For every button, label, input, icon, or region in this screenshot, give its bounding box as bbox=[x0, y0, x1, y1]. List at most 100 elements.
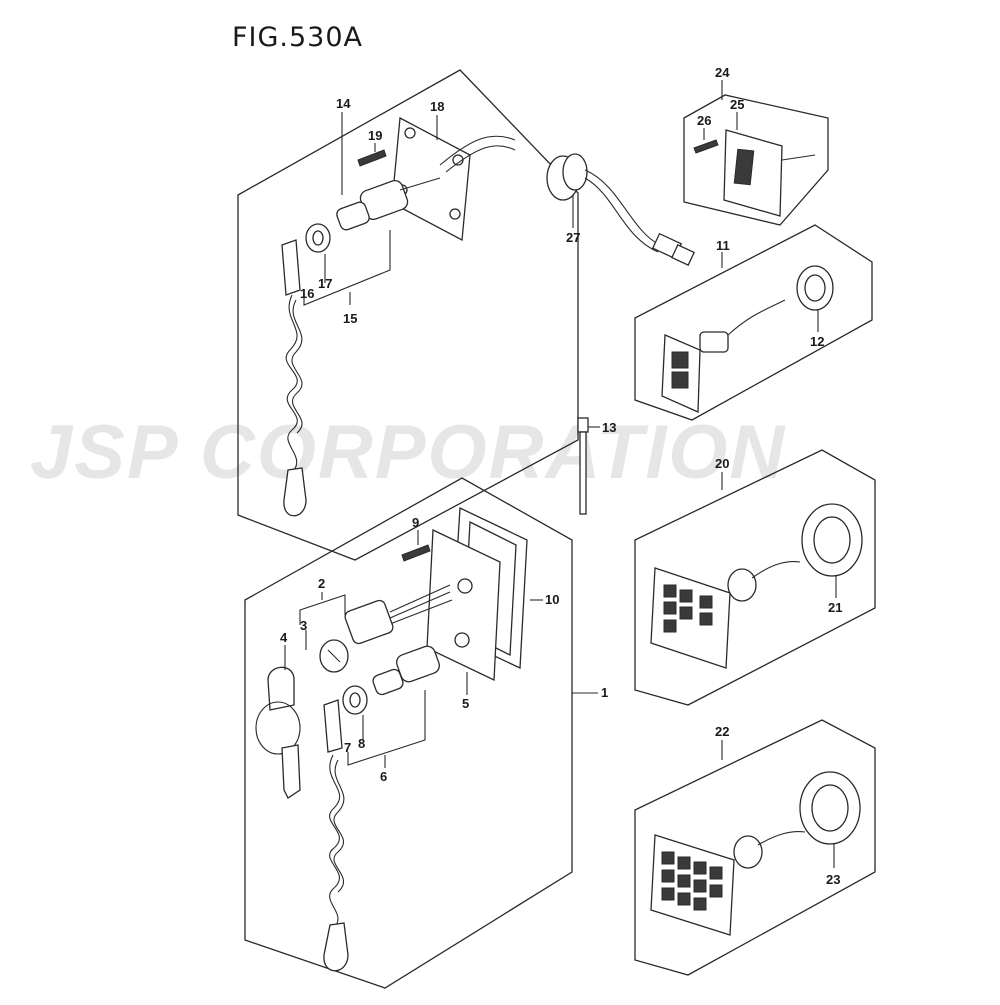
group-24-box bbox=[683, 94, 829, 226]
plate-hole bbox=[449, 208, 461, 220]
panel-button bbox=[693, 861, 707, 875]
lanyard-snap-hook bbox=[323, 922, 349, 972]
callout-16: 16 bbox=[300, 286, 314, 301]
callout-5: 5 bbox=[462, 696, 469, 711]
group-11-box bbox=[634, 224, 873, 421]
wire-bundle bbox=[389, 584, 451, 613]
kill-switch-body bbox=[396, 645, 440, 683]
callout-27: 27 bbox=[566, 230, 580, 245]
panel-thread bbox=[727, 568, 757, 602]
panel-button bbox=[663, 601, 677, 615]
group-14-kill-switch-assembly bbox=[237, 69, 579, 561]
callout-20: 20 bbox=[715, 456, 729, 471]
callout-10: 10 bbox=[545, 592, 559, 607]
bracket-15 bbox=[303, 230, 391, 306]
part-27-connector-harness bbox=[546, 153, 695, 267]
cable bbox=[445, 145, 516, 173]
nut-hole bbox=[312, 230, 324, 246]
key-ring bbox=[255, 701, 301, 755]
bracket-6 bbox=[347, 690, 426, 766]
panel-button bbox=[661, 851, 675, 865]
callout-21: 21 bbox=[828, 600, 842, 615]
cable bbox=[439, 135, 516, 166]
panel-cable bbox=[727, 299, 786, 336]
callout-24: 24 bbox=[715, 65, 730, 80]
panel-button bbox=[677, 874, 691, 888]
panel-button bbox=[693, 879, 707, 893]
group-22-box bbox=[634, 719, 876, 976]
lanyard-snap-hook bbox=[283, 467, 307, 517]
callout-18: 18 bbox=[430, 99, 444, 114]
lanyard-coil bbox=[291, 299, 303, 434]
tie-head bbox=[577, 417, 589, 433]
plate-hole bbox=[454, 632, 470, 648]
panel-button bbox=[693, 897, 707, 911]
group-20-box bbox=[634, 449, 876, 706]
callout-2: 2 bbox=[318, 576, 325, 591]
rocker-switch bbox=[733, 148, 755, 186]
kill-switch-plunger bbox=[372, 668, 404, 696]
panel-button bbox=[671, 351, 689, 369]
group-1-box bbox=[244, 477, 573, 989]
part-2-ignition-switch bbox=[344, 599, 394, 645]
group-20-meter-assembly bbox=[634, 449, 876, 706]
panel-button bbox=[671, 371, 689, 389]
panel-cable bbox=[751, 561, 801, 579]
switch-wire bbox=[781, 154, 816, 161]
tie-strap bbox=[579, 431, 587, 515]
callout-7: 7 bbox=[344, 740, 351, 755]
part-3-key bbox=[281, 744, 301, 799]
callout-13: 13 bbox=[602, 420, 616, 435]
bracket-2 bbox=[299, 594, 346, 625]
callout-25: 25 bbox=[730, 97, 744, 112]
callout-9: 9 bbox=[412, 515, 419, 530]
panel-button bbox=[663, 619, 677, 633]
part-19-screw bbox=[357, 149, 387, 167]
harness-wire bbox=[584, 177, 659, 253]
harness-wire bbox=[584, 169, 661, 246]
group-24-rocker-switch-assembly bbox=[683, 80, 829, 226]
lanyard-coil bbox=[285, 294, 298, 471]
callout-3: 3 bbox=[300, 618, 307, 633]
callout-8: 8 bbox=[358, 736, 365, 751]
callout-15: 15 bbox=[343, 311, 357, 326]
part-25-switch-bezel bbox=[723, 129, 783, 217]
callout-26: 26 bbox=[697, 113, 711, 128]
part-7-lanyard-clip bbox=[323, 699, 343, 753]
switch-shaft bbox=[399, 177, 441, 191]
part-26-screw bbox=[693, 139, 719, 154]
figure-title: FIG.530A bbox=[232, 22, 364, 53]
panel-button bbox=[663, 584, 677, 598]
panel-cable bbox=[757, 831, 806, 846]
connector-body bbox=[562, 153, 588, 191]
key-slot bbox=[327, 649, 341, 663]
callout-1: 1 bbox=[601, 685, 608, 700]
panel-button bbox=[699, 612, 713, 626]
lanyard-coil bbox=[329, 754, 341, 926]
callout-23: 23 bbox=[826, 872, 840, 887]
panel-button bbox=[677, 892, 691, 906]
callout-6: 6 bbox=[380, 769, 387, 784]
panel-button bbox=[661, 869, 675, 883]
wire-bundle bbox=[389, 599, 453, 625]
ring-nut-hole bbox=[811, 784, 849, 832]
callout-4: 4 bbox=[280, 630, 288, 645]
kill-switch-plunger bbox=[336, 201, 370, 231]
panel-button bbox=[661, 887, 675, 901]
group-22-meter-assembly bbox=[634, 719, 876, 976]
lanyard-coil bbox=[333, 759, 345, 893]
ring-nut-hole bbox=[804, 274, 826, 302]
plate-hole bbox=[404, 127, 416, 139]
part-13-cable-tie bbox=[577, 417, 600, 515]
group-14-box bbox=[237, 69, 579, 561]
wire-bundle bbox=[389, 591, 451, 619]
group-11-gauge-assembly bbox=[634, 224, 873, 421]
panel-button bbox=[677, 856, 691, 870]
panel-button bbox=[709, 884, 723, 898]
plate-hole bbox=[457, 578, 473, 594]
part-16-lanyard-clip bbox=[281, 239, 301, 296]
callout-17: 17 bbox=[318, 276, 332, 291]
ring-nut-hole bbox=[813, 516, 851, 564]
